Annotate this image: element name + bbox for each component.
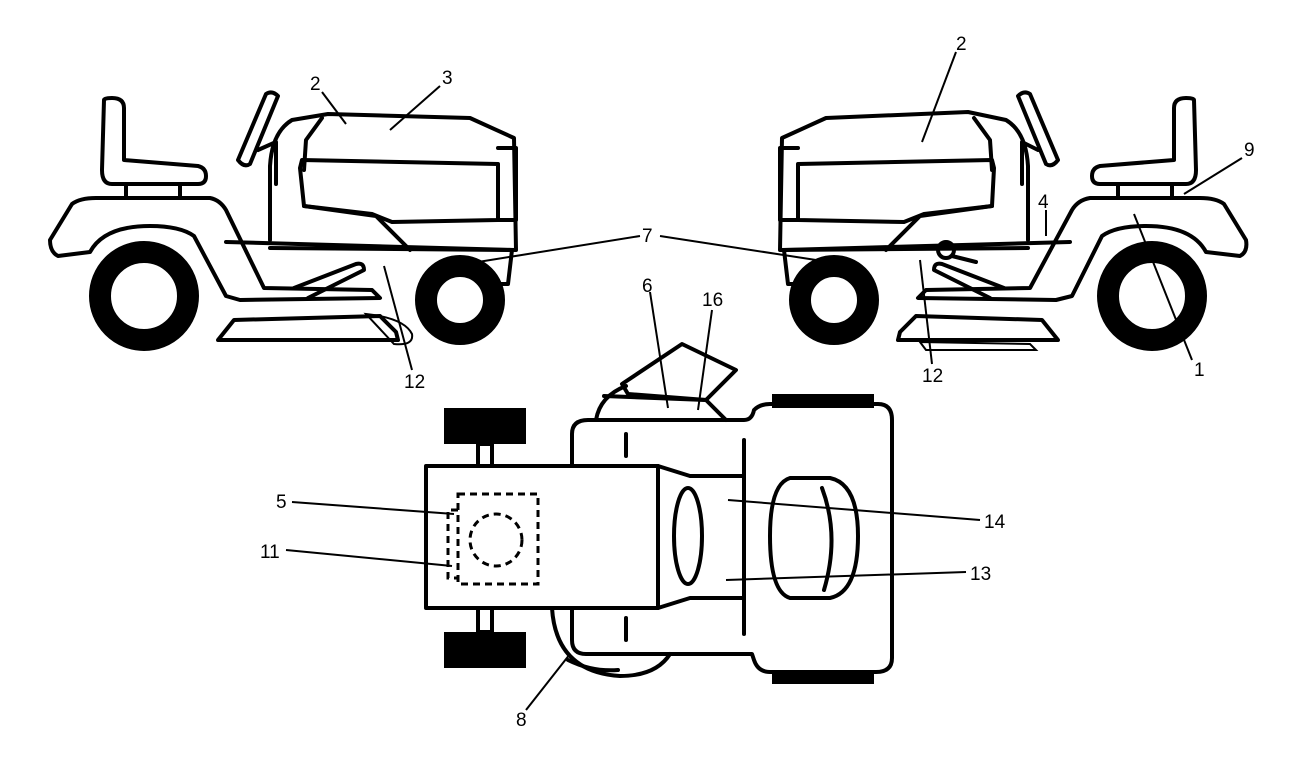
right-deck-chute	[917, 340, 1039, 351]
callout-right-2: 2	[956, 34, 967, 55]
callout-16: 16	[702, 290, 723, 311]
callout-left-12: 12	[404, 372, 425, 393]
callout-labels: 2 3 12 7 2 9 4 1 12 6 16 5 11 14 13 8	[260, 34, 1255, 731]
callout-7: 7	[642, 226, 653, 247]
right-rear-wheel	[1097, 241, 1207, 351]
top-left-axle-upper	[476, 442, 494, 468]
right-hood-ridge	[972, 116, 994, 172]
top-left-rear-tire-lower	[444, 632, 526, 668]
left-mower-deck	[216, 314, 400, 342]
left-side-view	[48, 90, 518, 351]
top-chute-arc	[594, 384, 628, 422]
right-steering-wheel	[1016, 90, 1060, 168]
top-right-front-tire-lower	[772, 672, 874, 684]
callout-6: 6	[642, 276, 653, 297]
right-hood	[778, 110, 1030, 252]
left-hood-side	[298, 158, 500, 224]
top-hood-grille	[820, 486, 834, 592]
callout-right-9: 9	[1244, 140, 1255, 161]
left-hood	[268, 112, 518, 252]
left-rear-body	[48, 196, 382, 302]
leader-7-right	[659, 235, 817, 261]
leader-8	[525, 653, 571, 711]
right-hood-vent	[884, 204, 994, 252]
leader-lines	[285, 51, 1243, 711]
right-seat-base	[1116, 182, 1174, 200]
left-rear-wheel	[89, 241, 199, 351]
leader-right-1	[1133, 213, 1193, 361]
leader-right-2	[921, 51, 957, 143]
left-steering-wheel	[236, 90, 280, 168]
top-left-axle-lower	[476, 606, 494, 634]
leader-6	[649, 291, 669, 409]
right-front-wheel	[789, 255, 879, 345]
top-view	[424, 342, 894, 684]
top-chute-base	[602, 394, 728, 422]
leader-right-9	[1183, 157, 1243, 195]
top-rear-body	[424, 464, 660, 610]
right-pedal	[932, 261, 1006, 300]
top-deck-arc	[550, 606, 672, 678]
callout-8: 8	[516, 710, 527, 731]
callout-right-4: 4	[1038, 192, 1049, 213]
leader-11	[285, 549, 453, 567]
callout-14: 14	[984, 512, 1006, 533]
left-hood-front-panel	[496, 146, 518, 222]
callout-left-3: 3	[442, 68, 453, 89]
leader-5	[291, 501, 455, 515]
callout-13: 13	[970, 564, 991, 585]
top-steering-wheel	[672, 486, 704, 586]
top-deck-inner	[566, 658, 620, 673]
top-discharge-chute	[620, 342, 738, 402]
top-engine-hood	[768, 476, 860, 600]
callout-left-2: 2	[310, 74, 321, 95]
top-seat-dashed-box	[456, 492, 540, 586]
top-seat-dashed-edge	[446, 508, 458, 580]
left-deck-chute	[363, 312, 414, 346]
callout-11: 11	[260, 542, 280, 563]
right-side-view	[778, 90, 1249, 351]
left-pedal	[292, 261, 366, 300]
callout-right-1: 1	[1194, 360, 1205, 381]
left-seat	[100, 96, 208, 186]
right-key	[936, 240, 956, 260]
leader-16	[697, 309, 713, 411]
right-rear-body	[916, 196, 1249, 302]
left-front-wheel	[415, 255, 505, 345]
leader-left-3	[389, 85, 441, 131]
right-hood-front-panel	[778, 146, 800, 222]
leader-left-12	[383, 265, 413, 371]
left-seat-base	[124, 182, 182, 200]
right-key-stem	[950, 254, 978, 264]
top-seat-dashed-circle	[468, 512, 524, 568]
top-body-outline	[570, 402, 894, 674]
left-hood-ridge	[302, 116, 324, 172]
leader-left-2	[321, 91, 347, 125]
callout-right-12: 12	[922, 366, 943, 387]
right-seat	[1090, 96, 1198, 186]
right-mower-deck	[896, 314, 1060, 342]
left-hood-vent	[302, 204, 412, 252]
right-hood-side	[796, 158, 996, 224]
leader-right-12	[919, 259, 933, 365]
top-left-rear-tire-upper	[444, 408, 526, 444]
leader-13	[725, 571, 967, 581]
leader-7-left	[477, 235, 641, 263]
callout-5: 5	[276, 492, 287, 513]
leader-14	[727, 499, 981, 521]
